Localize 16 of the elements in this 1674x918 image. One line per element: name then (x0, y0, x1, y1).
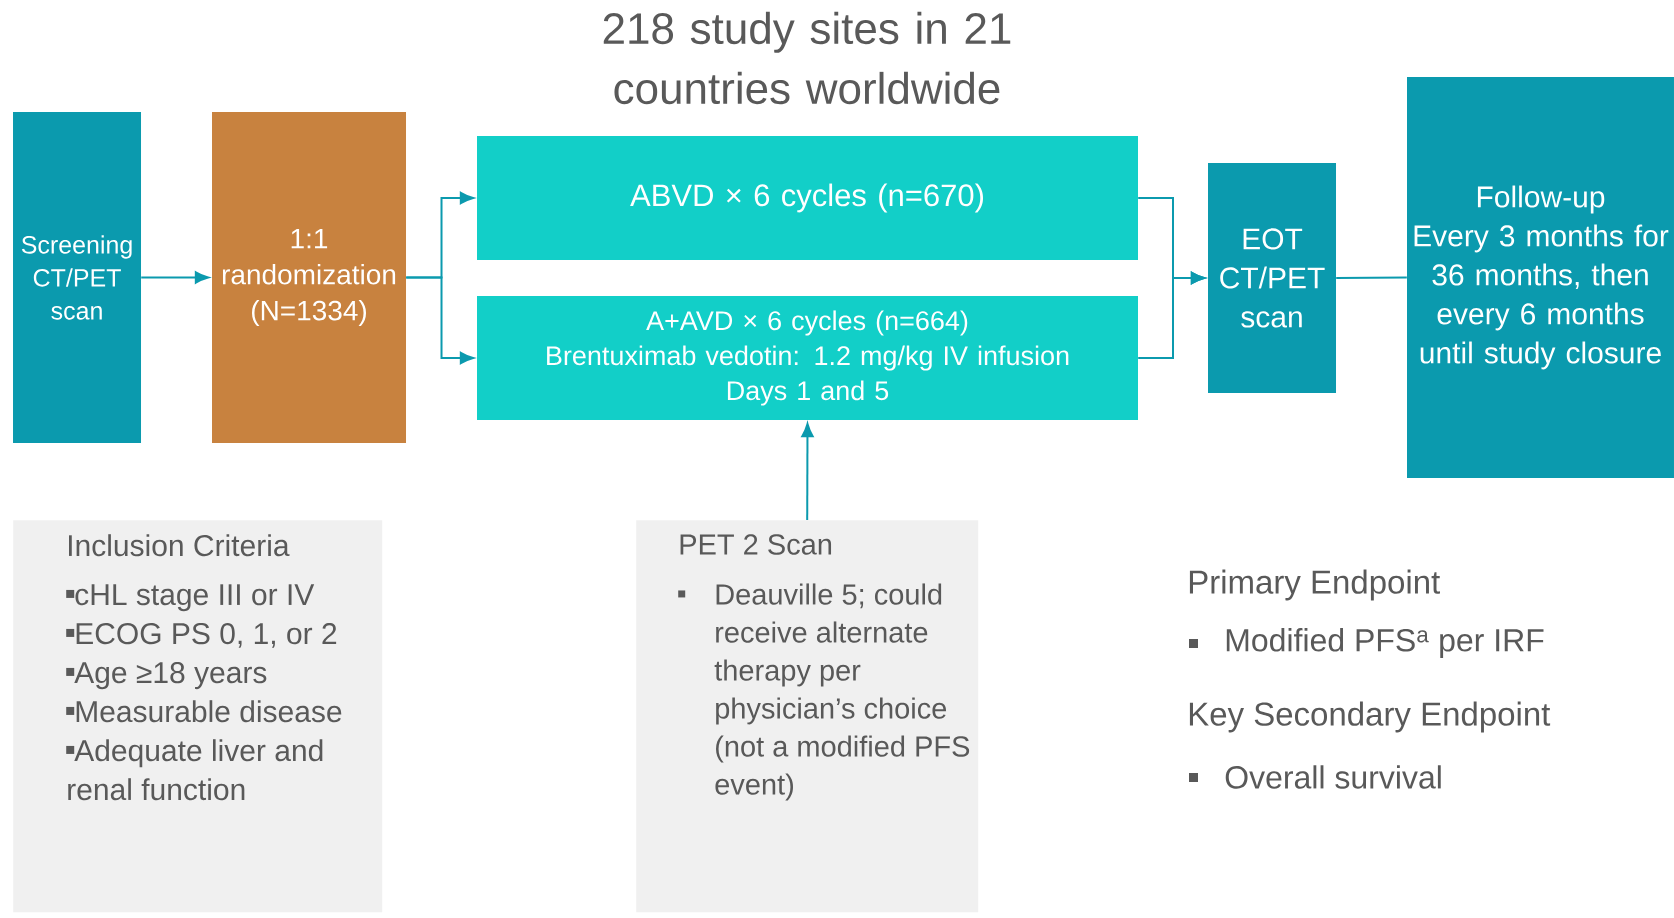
process-box: 1:1 randomization (N=1334) (212, 112, 406, 443)
endpoint-heading: Primary Endpoint (1189, 569, 1440, 601)
process-box: A+AVD × 6 cycles (n=664) Brentuximab vedotin: 1.2 mg/kg IV infusion Days 1 and 5 (477, 296, 1138, 420)
title: 218 study sites in 21 countries worldwide (603, 11, 1011, 105)
process-box: Follow-up Every 3 months for 36 months, then every 6 months until study closure (1407, 77, 1674, 478)
arrow (405, 276, 475, 365)
endpoint-item: Overall survival (1225, 765, 1441, 789)
scan-panel: PET 2 Scan Deauville 5; could receive alternate therapy per physician’s choice (not a modified PFS event) (636, 520, 979, 913)
process-box: Screening CT/PET scan (13, 112, 141, 443)
endpoint-item: Modified PFS$^{a}$ per IRF (1226, 628, 1544, 658)
process-box: EOT CT/PET scan (1208, 163, 1336, 393)
process-box: ABVD × 6 cycles (n=670) (477, 136, 1138, 260)
criteria-panel: Inclusion Criteria cHL stage III or IV ECOG PS 0, 1, or 2 Age ≥18 years Measurable disease Adequate liver and renal function (13, 520, 383, 913)
endpoint-heading: Key Secondary Endpoint (1189, 701, 1551, 733)
arrow (1137, 271, 1206, 359)
arrow (140, 271, 210, 284)
